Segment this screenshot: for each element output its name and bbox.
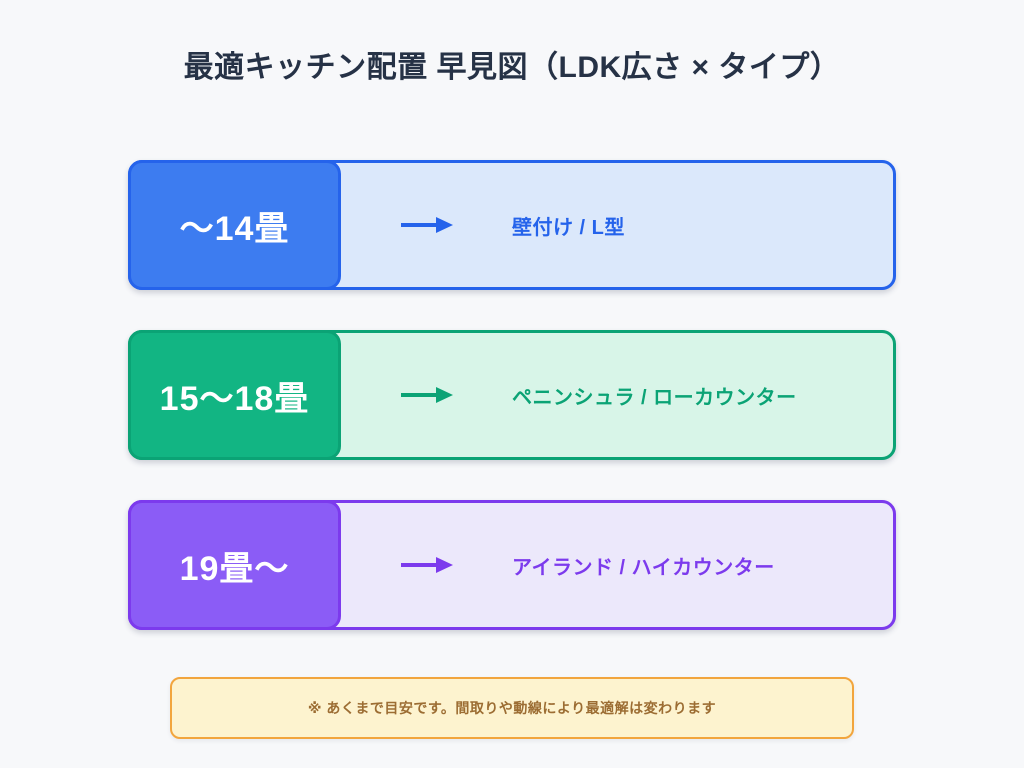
size-badge: 19畳〜 xyxy=(128,500,341,630)
row-content: アイランド / ハイカウンター xyxy=(338,503,893,627)
size-badge: 〜14畳 xyxy=(128,160,341,290)
right-arrow-icon xyxy=(401,557,453,573)
right-arrow-icon xyxy=(401,217,453,233)
kitchen-type-label: ペニンシュラ / ローカウンター xyxy=(512,386,797,409)
kitchen-type-label: 壁付け / L型 xyxy=(512,216,625,239)
right-arrow-icon xyxy=(401,387,453,403)
size-badge: 15〜18畳 xyxy=(128,330,341,460)
page-title: 最適キッチン配置 早見図（LDK広さ × タイプ） xyxy=(183,51,841,84)
mapping-rows: 〜14畳 壁付け / L型 15〜18畳 ペニンシュラ / ローカウンター 19… xyxy=(128,160,896,630)
row-size-small: 〜14畳 壁付け / L型 xyxy=(128,160,896,290)
disclaimer-text: ※ あくまで目安です。間取りや動線により最適解は変わります xyxy=(307,700,717,716)
row-content: 壁付け / L型 xyxy=(338,163,893,287)
row-size-large: 19畳〜 アイランド / ハイカウンター xyxy=(128,500,896,630)
row-size-medium: 15〜18畳 ペニンシュラ / ローカウンター xyxy=(128,330,896,460)
disclaimer-note: ※ あくまで目安です。間取りや動線により最適解は変わります xyxy=(170,677,854,739)
row-content: ペニンシュラ / ローカウンター xyxy=(338,333,893,457)
kitchen-type-label: アイランド / ハイカウンター xyxy=(512,556,775,579)
